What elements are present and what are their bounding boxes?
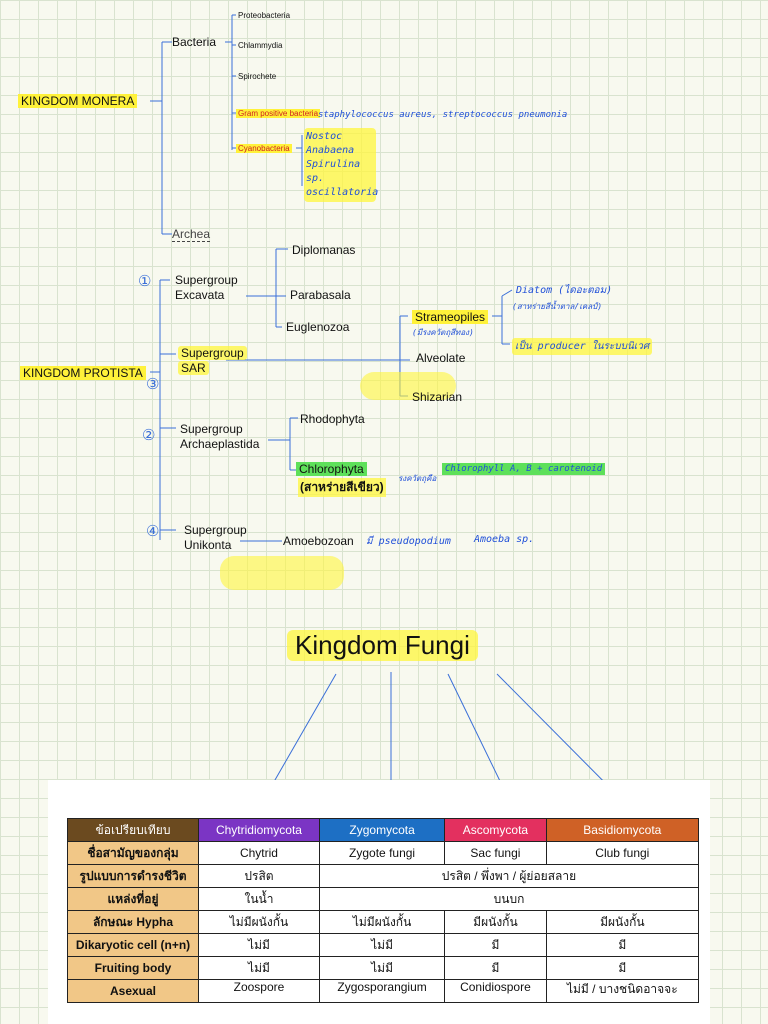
- row-header: ลักษณะ Hypha: [67, 910, 199, 934]
- table-row: รูปแบบการดำรงชีวิต ปรสิต ปรสิต / พึ่งพา …: [67, 864, 700, 888]
- table-header: Zygomycota: [318, 818, 446, 842]
- table-cell: มี: [545, 933, 700, 957]
- supergroup-label: Supergroup: [180, 422, 243, 436]
- supergroup-label: Supergroup: [175, 273, 238, 287]
- strameopiles-label: Strameopiles: [412, 310, 489, 324]
- table-cell: Zygote fungi: [318, 841, 446, 865]
- table-row: Fruiting body ไม่มี ไม่มี มี มี: [67, 956, 700, 980]
- table-header: Basidiomycota: [545, 818, 700, 842]
- highlight-blob: [360, 372, 456, 400]
- producer-note: เป็น producer ในระบบนิเวศ: [512, 338, 653, 355]
- bacteria-type: Spirochete: [238, 72, 277, 81]
- kingdom-protista-label: KINGDOM PROTISTA: [20, 366, 146, 380]
- table-cell: ไม่มี: [318, 933, 446, 957]
- group-number-badge: ③: [146, 376, 160, 393]
- table-header: ข้อเปรียบเทียบ: [67, 818, 199, 842]
- table-cell: ไม่มี: [318, 956, 446, 980]
- table-row: ลักษณะ Hypha ไม่มีผนังกั้น ไม่มีผนังกั้น…: [67, 910, 700, 934]
- table-cell-merged: ปรสิต / พึ่งพา / ผู้ย่อยสลาย: [318, 864, 700, 888]
- table-cell: Zygosporangium: [318, 979, 446, 1003]
- row-header: Dikaryotic cell (n+n): [67, 933, 199, 957]
- pigment-note: Chlorophyll A, B + carotenoid: [442, 463, 606, 475]
- table-header: Chytridiomycota: [198, 818, 320, 842]
- excavata-member: Diplomanas: [292, 243, 356, 257]
- supergroup-label: Supergroup: [184, 523, 247, 537]
- amoebozoan-note: มี pseudopodium: [366, 536, 451, 547]
- table-row: ชื่อสามัญของกลุ่ม Chytrid Zygote fungi S…: [67, 841, 700, 865]
- row-header: Asexual: [67, 979, 199, 1003]
- table-cell: มีผนังกั้น: [444, 910, 547, 934]
- table-cell: Chytrid: [198, 841, 320, 865]
- table-header-row: ข้อเปรียบเทียบ Chytridiomycota Zygomycot…: [67, 818, 700, 842]
- pigment-prefix: รงควัตถุคือ: [398, 474, 437, 483]
- group-number-badge: ②: [142, 427, 156, 444]
- highlight-blob: [220, 556, 344, 590]
- archea-label: Archea: [172, 227, 211, 242]
- fungi-comparison-table: ข้อเปรียบเทียบ Chytridiomycota Zygomycot…: [67, 818, 700, 1003]
- table-cell: Club fungi: [545, 841, 700, 865]
- row-header: รูปแบบการดำรงชีวิต: [67, 864, 199, 888]
- row-header: ชื่อสามัญของกลุ่ม: [67, 841, 199, 865]
- alveolate-label: Alveolate: [416, 351, 466, 365]
- table-cell: ไม่มี: [198, 933, 320, 957]
- table-cell: Zoospore: [198, 979, 320, 1003]
- table-cell: มี: [444, 956, 547, 980]
- table-cell: ในน้ำ: [198, 887, 320, 911]
- bacteria-type: Chlammydia: [238, 41, 283, 50]
- rhodophyta-label: Rhodophyta: [300, 412, 365, 426]
- gram-positive-note: staphylococcus aureus, streptococcus pne…: [318, 110, 568, 120]
- cyanobacteria-example: Anabaena: [306, 145, 355, 156]
- table-cell: Conidiospore: [444, 979, 547, 1003]
- chlorophyta-thai-label: (สาหร่ายสีเขียว): [298, 478, 386, 497]
- chlorophyta-label: Chlorophyta: [296, 462, 367, 476]
- table-header: Ascomycota: [444, 818, 547, 842]
- table-cell: ไม่มี / บางชนิดอาจจะ: [545, 979, 700, 1003]
- group-number-badge: ④: [146, 523, 160, 540]
- table-cell-merged: บนบก: [318, 887, 700, 911]
- amoebozoan-label: Amoebozoan: [283, 534, 354, 548]
- supergroup-label: Supergroup: [178, 346, 247, 360]
- diatom-note: Diatom (ไดอะตอม): [516, 285, 613, 296]
- table-row: Asexual Zoospore Zygosporangium Conidios…: [67, 979, 700, 1003]
- supergroup-name: SAR: [178, 361, 209, 375]
- supergroup-name: Excavata: [175, 288, 225, 302]
- excavata-member: Parabasala: [290, 288, 351, 302]
- cyanobacteria-example: Spirulina sp.: [306, 159, 361, 184]
- table-cell: มี: [545, 956, 700, 980]
- table-cell: ไม่มีผนังกั้น: [198, 910, 320, 934]
- bacteria-type-cyanobacteria: Cyanobacteria: [236, 144, 292, 153]
- supergroup-name: Archaeplastida: [180, 437, 260, 451]
- excavata-member: Euglenozoa: [286, 320, 350, 334]
- bacteria-type: Proteobacteria: [238, 11, 291, 20]
- table-cell: มีผนังกั้น: [545, 910, 700, 934]
- table-row: Dikaryotic cell (n+n) ไม่มี ไม่มี มี มี: [67, 933, 700, 957]
- strameopiles-note: (มีรงควัตถุสีทอง): [412, 328, 474, 337]
- bacteria-type-gram-positive: Gram positive bacteria: [236, 109, 321, 118]
- fungi-title: Kingdom Fungi: [287, 630, 478, 661]
- diatom-note: (สาหร่ายสีน้ำตาล/เคลป์): [512, 302, 603, 311]
- cyanobacteria-examples: Nostoc Anabaena Spirulina sp. oscillator…: [304, 128, 379, 202]
- supergroup-name: Unikonta: [184, 538, 232, 552]
- row-header: แหล่งที่อยู่: [67, 887, 199, 911]
- group-number-badge: ①: [138, 273, 152, 290]
- amoebozoan-example: Amoeba sp.: [474, 534, 535, 545]
- row-header: Fruiting body: [67, 956, 199, 980]
- table-row: แหล่งที่อยู่ ในน้ำ บนบก: [67, 887, 700, 911]
- table-cell: Sac fungi: [444, 841, 547, 865]
- shizarian-label: Shizarian: [412, 390, 463, 404]
- bacteria-label: Bacteria: [172, 35, 217, 49]
- cyanobacteria-example: oscillatoria: [306, 187, 379, 198]
- table-cell: ไม่มีผนังกั้น: [318, 910, 446, 934]
- table-cell: มี: [444, 933, 547, 957]
- cyanobacteria-example: Nostoc: [306, 131, 343, 142]
- table-cell: ไม่มี: [198, 956, 320, 980]
- table-cell: ปรสิต: [198, 864, 320, 888]
- kingdom-monera-label: KINGDOM MONERA: [18, 94, 138, 108]
